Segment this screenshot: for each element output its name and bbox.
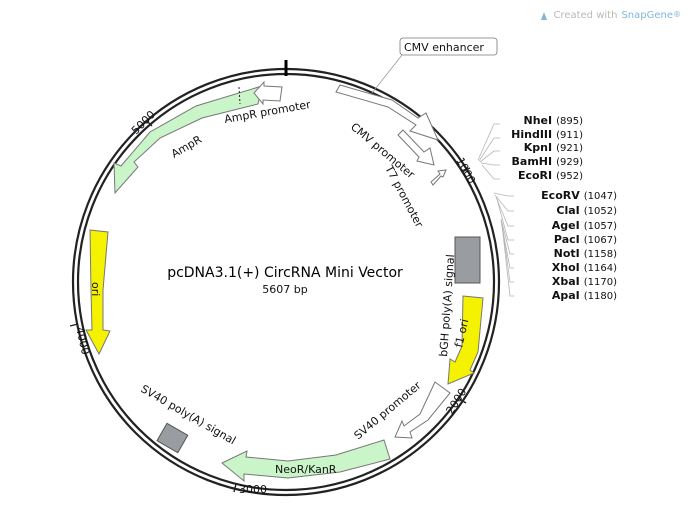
watermark-brand: SnapGene® bbox=[621, 10, 681, 21]
site-agei: AgeI(1057) bbox=[552, 219, 617, 232]
plasmid-name: pcDNA3.1(+) CircRNA Mini Vector bbox=[167, 265, 403, 281]
label-ori: ori bbox=[89, 282, 102, 296]
site-lines-bottom bbox=[493, 192, 514, 297]
feature-ampr-arrow bbox=[113, 85, 263, 195]
snapgene-logo-icon bbox=[541, 11, 548, 20]
site-xbai: XbaI(1170) bbox=[552, 275, 617, 288]
label-cmv-enhancer: CMV enhancer bbox=[404, 41, 484, 54]
snapgene-watermark: Created with SnapGene® bbox=[539, 10, 681, 21]
site-lines-top bbox=[477, 123, 500, 180]
watermark-prefix: Created with bbox=[553, 10, 618, 21]
label-neor-kanr: NeoR/KanR bbox=[275, 463, 337, 476]
site-ecorv: EcoRV(1047) bbox=[541, 189, 617, 202]
feature-neor-kanr-arrow bbox=[221, 439, 391, 483]
plasmid-length: 5607 bp bbox=[262, 283, 307, 296]
feature-sv40-promoter-arrow bbox=[394, 381, 451, 439]
feature-sv40-polya-box bbox=[156, 422, 189, 454]
label-f1-ori: f1 ori bbox=[452, 318, 471, 349]
site-paci: PacI(1067) bbox=[554, 233, 617, 246]
feature-ori-arrow bbox=[85, 229, 111, 356]
tick-1000: 1000 bbox=[453, 155, 478, 186]
feature-ampr-promoter-arrow bbox=[253, 80, 283, 106]
feature-bgh-polya-box bbox=[454, 236, 481, 284]
site-ecori: EcoRI(952) bbox=[518, 169, 583, 182]
label-ampr: AmpR bbox=[169, 133, 204, 161]
label-cmv-promoter: CMV promoter bbox=[348, 120, 417, 181]
site-xhoi: XhoI(1164) bbox=[552, 261, 617, 274]
feature-t7-promoter-arrow bbox=[430, 169, 447, 186]
feature-cmv-enhancer-arrow bbox=[335, 84, 439, 141]
site-bamhi: BamHI(929) bbox=[512, 155, 584, 168]
site-nhei: NheI(895) bbox=[524, 114, 584, 127]
feature-cmv-promoter-arrow bbox=[397, 129, 435, 166]
tick-3000: 3000 bbox=[233, 483, 267, 496]
svg-text:3000: 3000 bbox=[239, 483, 267, 496]
site-noti: NotI(1158) bbox=[554, 247, 617, 260]
site-clai: ClaI(1052) bbox=[556, 204, 617, 217]
site-apai: ApaI(1180) bbox=[552, 289, 617, 302]
label-sv40-polya: SV40 poly(A) signal bbox=[139, 382, 239, 447]
site-hindiii: HindIII(911) bbox=[511, 128, 583, 141]
tick-4000: 4000 bbox=[69, 323, 92, 356]
feature-f1-ori-arrow bbox=[447, 295, 484, 385]
svg-text:1000: 1000 bbox=[453, 155, 478, 186]
site-kpni: KpnI(921) bbox=[524, 141, 583, 154]
label-sv40-promoter: SV40 promoter bbox=[352, 379, 424, 443]
